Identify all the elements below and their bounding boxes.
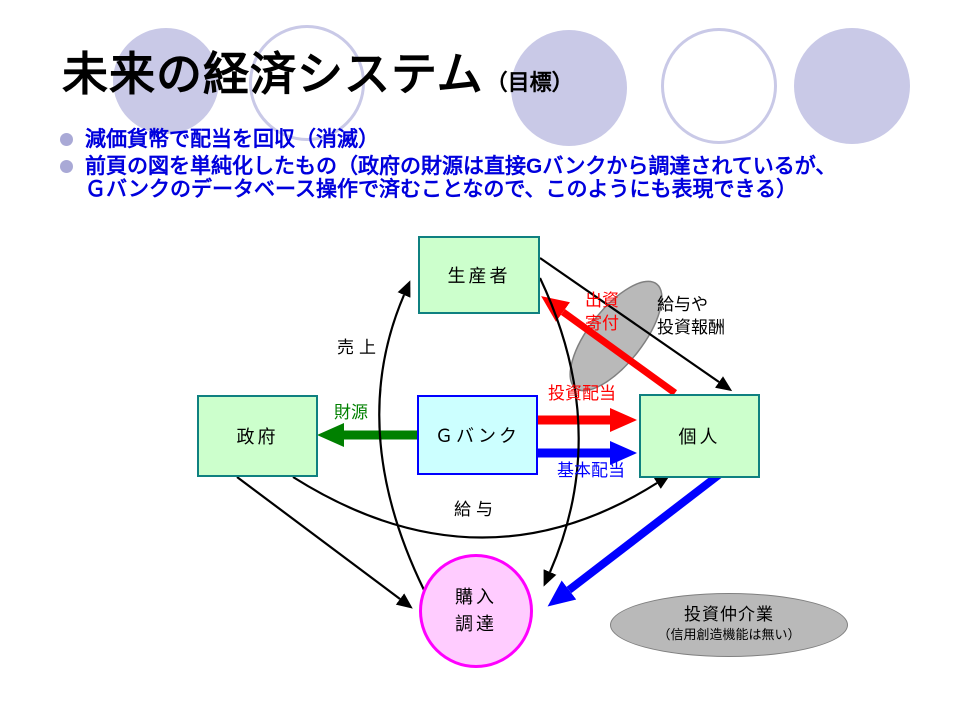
label-basic-dividend: 基本配当 bbox=[557, 461, 625, 480]
label-salary-reward-line2: 投資報酬 bbox=[657, 318, 725, 337]
node-individual: 個人 bbox=[639, 394, 760, 478]
node-purchase: 購入 調達 bbox=[419, 554, 533, 668]
bullet-line: Ｇバンクのデータベース操作で済むことなので、このようにも表現できる） bbox=[85, 178, 798, 201]
arrow-sales bbox=[378, 280, 425, 591]
label-investment-dividend: 投資配当 bbox=[548, 384, 616, 403]
node-purchase-label-line2: 調達 bbox=[455, 614, 497, 634]
decorative-circle bbox=[661, 28, 777, 144]
node-government: 政府 bbox=[197, 395, 318, 477]
label-sales: 売上 bbox=[337, 338, 381, 357]
node-investment-broker: 投資仲介業 （信用創造機能は無い） bbox=[610, 593, 848, 657]
arrow-producer-purchase bbox=[539, 277, 580, 587]
bullet-icon bbox=[60, 133, 73, 146]
bullet-item: 減価貨幣で配当を回収（消滅） bbox=[60, 128, 379, 151]
label-contribution-line2: 寄付 bbox=[585, 314, 619, 333]
node-gbank-label: Ｇバンク bbox=[435, 426, 520, 446]
label-funding: 財源 bbox=[334, 403, 368, 422]
decorative-circle bbox=[511, 30, 627, 146]
bullet-line: 前頁の図を単純化したもの（政府の財源は直接Gバンクから調達されているが、 bbox=[85, 155, 837, 178]
decorative-circle bbox=[113, 28, 219, 134]
node-producer-label: 生産者 bbox=[447, 266, 511, 286]
bullet-icon bbox=[60, 160, 73, 173]
label-salary: 給与 bbox=[454, 500, 498, 519]
node-gbank: Ｇバンク bbox=[417, 395, 538, 475]
arrow-salary bbox=[292, 474, 671, 539]
arrow-salary-reward bbox=[539, 257, 733, 392]
node-broker-label-line2: （信用創造機能は無い） bbox=[657, 627, 801, 642]
slide-title-suffix: （目標） bbox=[485, 70, 574, 95]
node-government-label: 政府 bbox=[236, 427, 279, 447]
bullet-line: 減価貨幣で配当を回収（消滅） bbox=[85, 128, 379, 151]
slide-title: 未来の経済システム （目標） bbox=[62, 38, 574, 104]
slide-title-text: 未来の経済システム bbox=[62, 48, 484, 100]
arrow-individual-purchase bbox=[547, 470, 723, 607]
node-individual-label: 個人 bbox=[678, 427, 721, 447]
bullet-item: 前頁の図を単純化したもの（政府の財源は直接Gバンクから調達されているが、 Ｇバン… bbox=[60, 155, 836, 201]
label-contribution-line1: 出資 bbox=[585, 291, 619, 310]
decorative-circle bbox=[249, 25, 365, 141]
decorative-circle bbox=[794, 28, 910, 144]
arrow-government-purchase bbox=[236, 476, 413, 609]
label-salary-reward-line1: 給与や bbox=[657, 295, 708, 314]
arrow-contribution bbox=[541, 296, 678, 396]
node-purchase-label-line1: 購入 bbox=[455, 587, 497, 607]
node-producer: 生産者 bbox=[418, 236, 540, 314]
node-broker-label-line1: 投資仲介業 bbox=[684, 605, 774, 624]
